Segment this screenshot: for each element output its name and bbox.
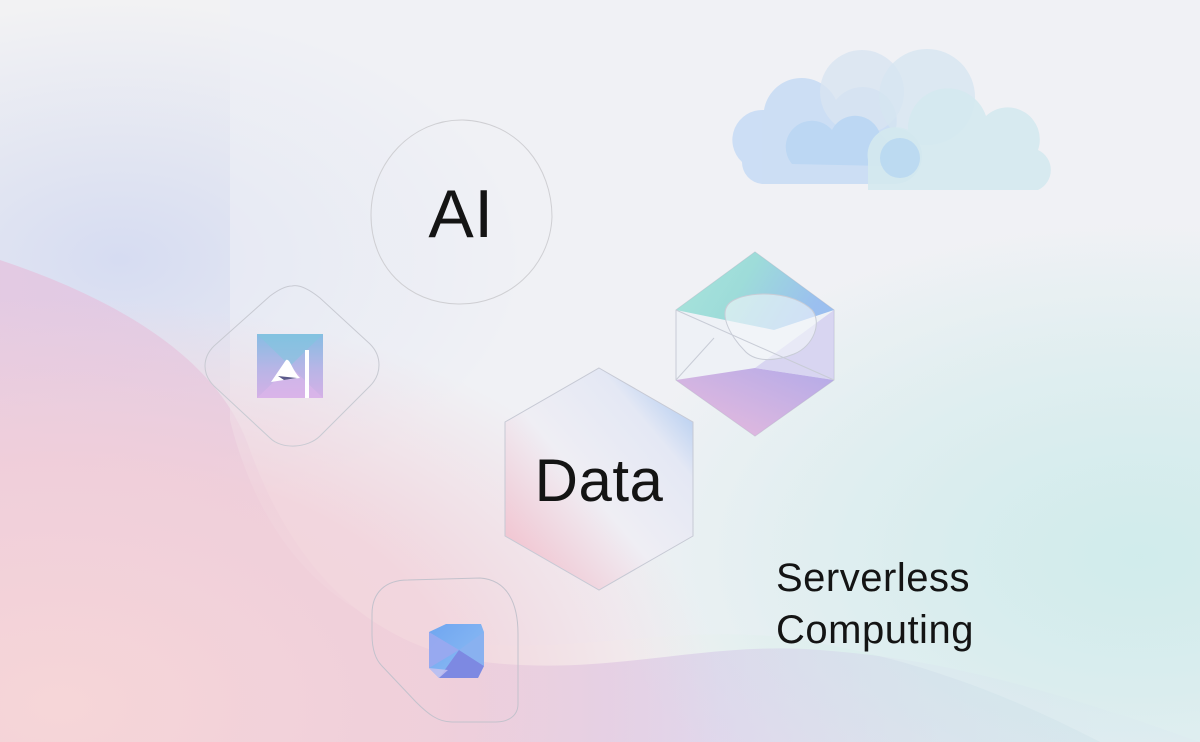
ai-bubble-outline [370,119,553,305]
data-hexagon: Data [503,366,695,592]
cloud-cluster-icon [732,49,1051,190]
faceted-hexagon-icon [675,251,835,437]
serverless-label-line2: Computing [776,608,974,652]
data-hexagon-shape [504,367,694,591]
ai-logo-tile-icon [204,285,380,447]
serverless-label-line1: Serverless [776,556,970,600]
serverless-computing-label: Serverless Computing [776,552,974,656]
ai-bubble: AI [368,117,554,307]
faceted-square-icon [371,577,519,723]
ai-label: AI [428,176,494,252]
data-label: Data [534,447,664,514]
